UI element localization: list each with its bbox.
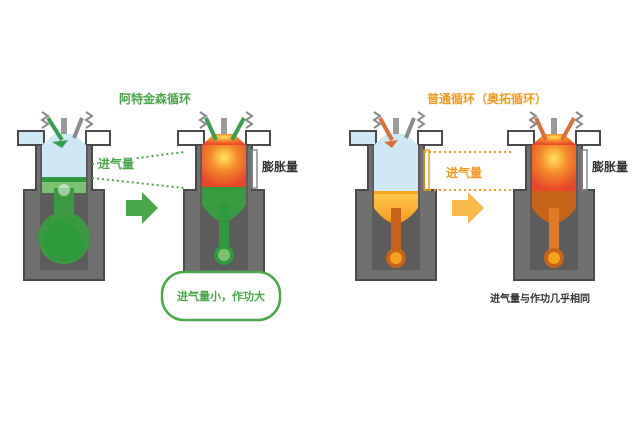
otto-note-text: 进气量与作功几乎相同	[490, 294, 590, 305]
otto-title: 普通循环（奥拓循环）	[426, 92, 547, 106]
otto-expansion-bracket	[581, 149, 588, 191]
atkinson-engine-power	[177, 111, 271, 281]
arrow-right-icon	[126, 192, 158, 224]
atkinson-note-text: 进气量小，作功大	[177, 290, 265, 303]
otto-intake-label: 进气量	[446, 164, 483, 181]
otto-engine-power	[507, 111, 601, 281]
atkinson-intake-label: 进气量	[98, 155, 135, 172]
atkinson-note-box	[160, 270, 282, 322]
otto-engine-intake	[349, 111, 443, 281]
otto-expansion-label: 膨胀量	[592, 160, 629, 174]
arrow-right-icon	[452, 192, 484, 224]
atkinson-expansion-bracket	[251, 149, 258, 189]
atkinson-title: 阿特金森循环	[118, 92, 191, 106]
atkinson-expansion-label: 膨胀量	[262, 160, 299, 174]
atkinson-guide-line-bottom	[91, 177, 185, 189]
otto-intake-bracket	[423, 149, 430, 191]
atkinson-engine-intake	[17, 111, 111, 281]
